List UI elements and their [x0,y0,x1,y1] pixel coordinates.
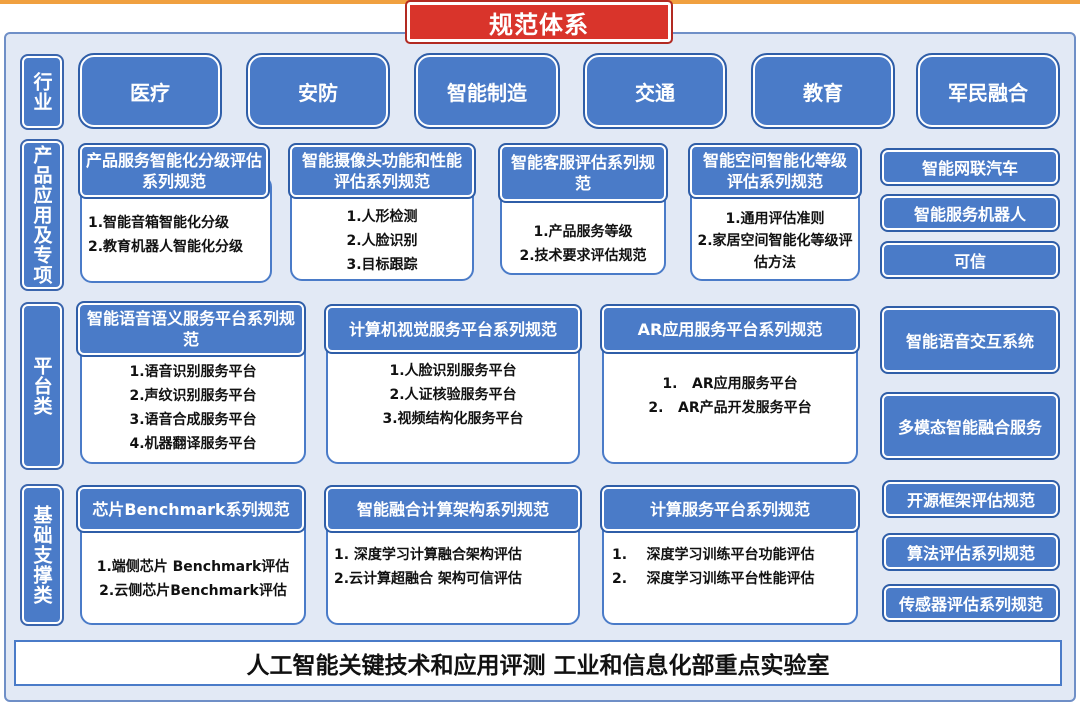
side-item-service-robot: 智能服务机器人 [880,194,1060,232]
platform-card-3-items: 1. AR应用服务平台 2. AR产品开发服务平台 [606,368,854,424]
industry-civil-military: 军民融合 [916,53,1060,129]
list-item: 2.家居空间智能化等级评估方法 [697,233,853,271]
list-item: 3.视频结构化服务平台 [382,411,524,427]
product-card-2-items: 1.人形检测 2.人脸识别 3.目标跟踪 [292,204,472,278]
industry-security: 安防 [246,53,390,129]
industry-manufacturing: 智能制造 [414,53,560,129]
diagram-title: 规范体系 [405,0,673,44]
list-item: 2. AR产品开发服务平台 [648,400,812,416]
side-item-sensor-eval: 传感器评估系列规范 [882,584,1060,622]
foundation-card-3-title: 计算服务平台系列规范 [600,485,860,533]
side-item-open-source-framework: 开源框架评估规范 [882,480,1060,518]
product-card-4-title: 智能空间智能化等级评估系列规范 [688,143,862,199]
list-item: 2.人证核验服务平台 [389,387,517,403]
foundation-card-1 [80,515,306,625]
list-item: 2.技术要求评估规范 [519,248,647,264]
side-item-connected-vehicle: 智能网联汽车 [880,148,1060,186]
foundation-card-1-items: 1.端侧芯片 Benchmark评估 2.云侧芯片Benchmark评估 [82,552,304,606]
list-item: 3.目标跟踪 [346,257,418,273]
side-item-multimodal-fusion: 多模态智能融合服务 [880,392,1060,460]
product-card-2-title: 智能摄像头功能和性能评估系列规范 [288,143,476,199]
industry-transport: 交通 [583,53,727,129]
row-label-platform: 平台类 [20,302,64,470]
list-item: 1.智能音箱智能化分级 [88,215,230,231]
list-item: 1.人脸识别服务平台 [389,363,517,379]
footer-lab-name: 人工智能关键技术和应用评测 工业和信息化部重点实验室 [14,640,1062,686]
industry-medical: 医疗 [78,53,222,129]
list-item: 1. 深度学习计算融合架构评估 [334,547,522,563]
list-item: 3.语音合成服务平台 [129,412,257,428]
side-item-algorithm-eval: 算法评估系列规范 [882,533,1060,571]
industry-education: 教育 [751,53,895,129]
platform-card-2-title: 计算机视觉服务平台系列规范 [324,304,582,354]
product-card-3-items: 1.产品服务等级 2.技术要求评估规范 [502,216,664,272]
list-item: 1. 深度学习训练平台功能评估 [612,547,815,563]
platform-card-3 [602,340,858,464]
list-item: 4.机器翻译服务平台 [129,436,257,452]
platform-card-1-title: 智能语音语义服务平台系列规范 [76,301,306,357]
list-item: 1. AR应用服务平台 [662,376,798,392]
list-item: 1.产品服务等级 [533,224,633,240]
platform-card-2-items: 1.人脸识别服务平台 2.人证核验服务平台 3.视频结构化服务平台 [330,356,576,434]
side-item-trusted: 可信 [880,241,1060,279]
side-item-voice-interaction: 智能语音交互系统 [880,306,1060,374]
list-item: 2. 深度学习训练平台性能评估 [612,571,815,587]
row-label-product: 产品应用及专项 [20,139,64,291]
foundation-card-2 [326,515,580,625]
foundation-card-3-items: 1. 深度学习训练平台功能评估 2. 深度学习训练平台性能评估 [612,540,856,594]
foundation-card-2-title: 智能融合计算架构系列规范 [324,485,582,533]
product-card-3-title: 智能客服评估系列规范 [498,143,668,203]
list-item: 2.教育机器人智能化分级 [88,239,244,255]
foundation-card-1-title: 芯片Benchmark系列规范 [76,485,306,533]
list-item: 1.语音识别服务平台 [129,364,257,380]
list-item: 2.云侧芯片Benchmark评估 [99,583,287,599]
platform-card-1 [80,340,306,464]
list-item: 2.声纹识别服务平台 [129,388,257,404]
row-label-industry: 行业 [20,54,64,130]
row-label-foundation: 基础支撑类 [20,484,64,626]
list-item: 2.人脸识别 [346,233,418,249]
product-card-1-items: 1.智能音箱智能化分级 2.教育机器人智能化分级 [88,202,268,268]
product-card-4-items: 1.通用评估准则 2.家居空间智能化等级评估方法 [694,204,856,278]
platform-card-2 [326,340,580,464]
list-item: 2.云计算超融合 架构可信评估 [334,571,522,587]
product-card-1-title: 产品服务智能化分级评估系列规范 [78,143,270,199]
list-item: 1.通用评估准则 [725,211,825,227]
platform-card-1-items: 1.语音识别服务平台 2.声纹识别服务平台 3.语音合成服务平台 4.机器翻译服… [82,358,304,458]
platform-card-3-title: AR应用服务平台系列规范 [600,304,860,354]
list-item: 1.人形检测 [346,209,418,225]
foundation-card-2-items: 1. 深度学习计算融合架构评估 2.云计算超融合 架构可信评估 [334,540,578,594]
list-item: 1.端侧芯片 Benchmark评估 [96,559,290,575]
